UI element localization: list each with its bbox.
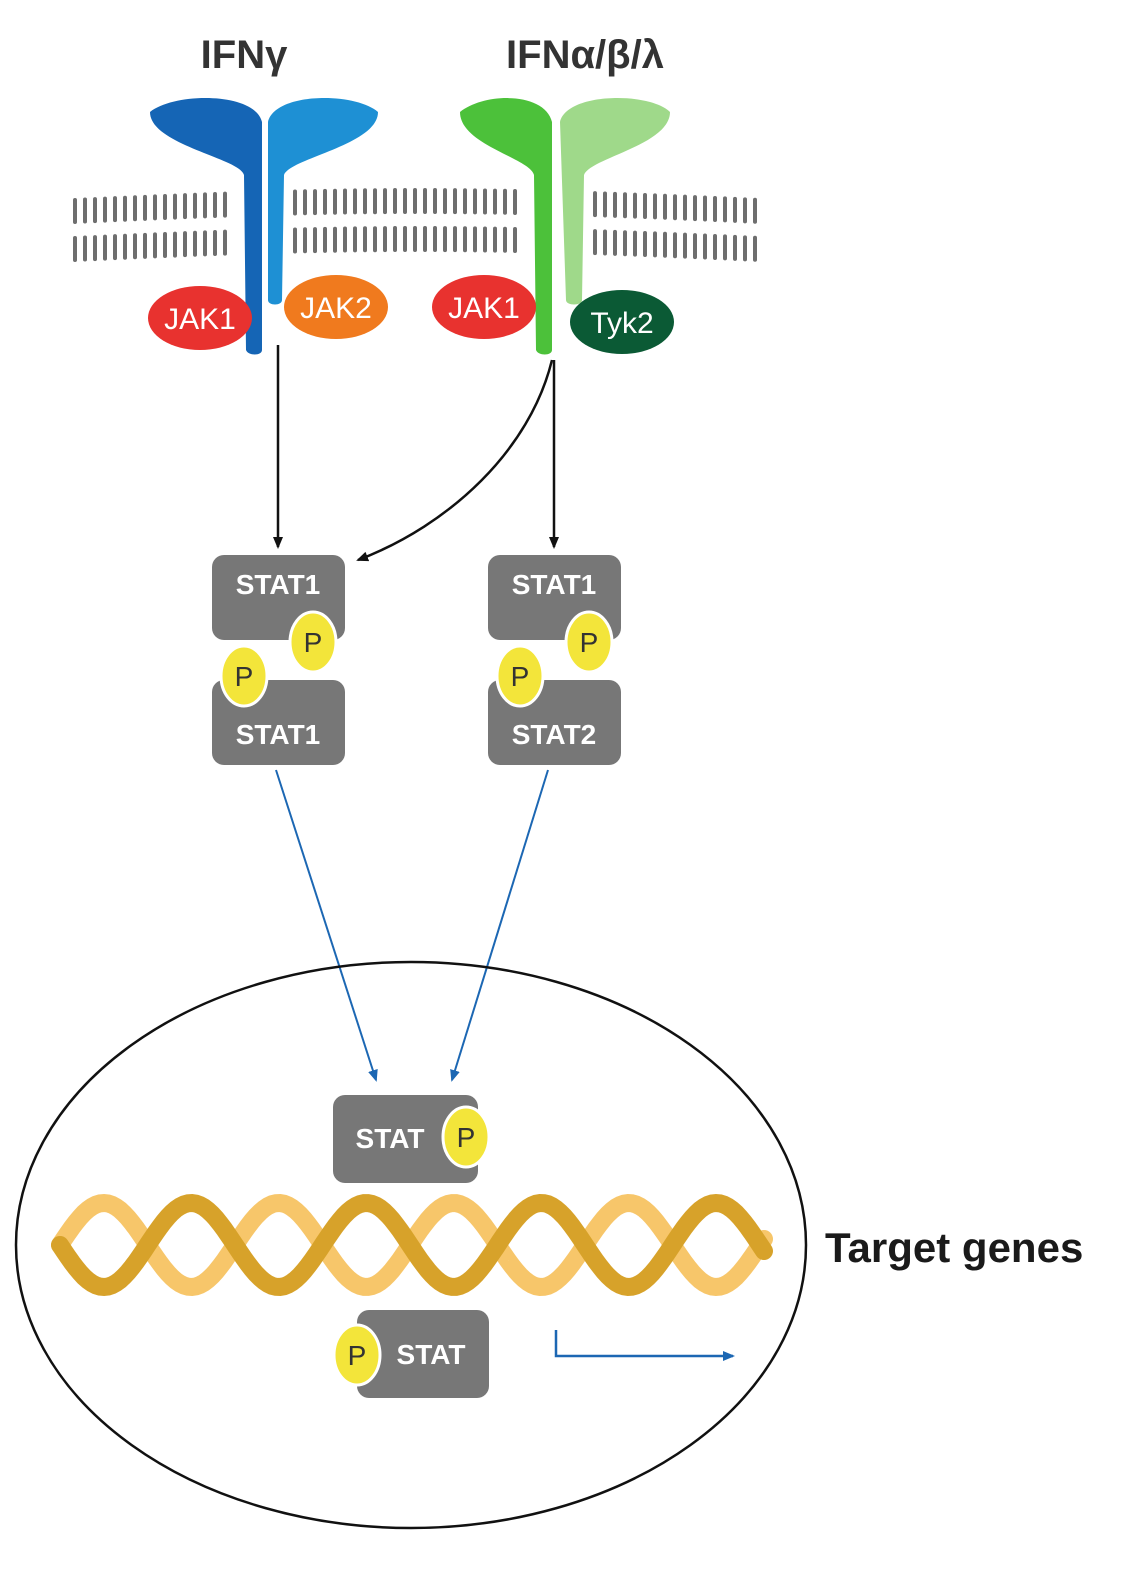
jak1-right-kinase: JAK1 xyxy=(432,275,536,339)
svg-text:P: P xyxy=(580,627,599,658)
dna-helix xyxy=(51,1193,773,1297)
nucleus xyxy=(14,960,808,1530)
ifnar-chain-1 xyxy=(460,98,552,355)
jak1-left-kinase: JAK1 xyxy=(148,286,252,350)
jak1-right-label: JAK1 xyxy=(448,292,520,325)
jak2-label: JAK2 xyxy=(300,292,372,325)
svg-text:P: P xyxy=(457,1122,476,1153)
stat1-stat2-heterodimer: STAT1 STAT2 P P xyxy=(488,555,621,765)
ifnar-chain-2 xyxy=(560,98,670,305)
ifnar-to-stat1-homodimer-arrow xyxy=(356,359,554,562)
svg-text:P: P xyxy=(511,661,530,692)
ifngr-chain-1 xyxy=(150,98,262,355)
ifn-gamma-receptor xyxy=(150,98,378,355)
svg-text:P: P xyxy=(348,1340,367,1371)
dna-strand-dark xyxy=(51,1193,773,1297)
stat2-bottom-right-label: STAT2 xyxy=(512,719,597,750)
nuclear-stat-bottom-label: STAT xyxy=(397,1339,466,1370)
stat1-bottom-left-label: STAT1 xyxy=(236,719,321,750)
phospho-right-lower: P xyxy=(495,644,545,708)
ifnab-receptor xyxy=(460,98,670,355)
stat1-top-right-label: STAT1 xyxy=(512,569,597,600)
phospho-left-lower: P xyxy=(219,644,269,708)
nuclear-stat-top: STAT P xyxy=(333,1095,491,1183)
stat1-homodimer: STAT1 STAT1 P P xyxy=(212,555,345,765)
jak1-left-label: JAK1 xyxy=(164,303,236,336)
tyk2-kinase: Tyk2 xyxy=(570,290,674,354)
svg-text:P: P xyxy=(235,661,254,692)
tyk2-label: Tyk2 xyxy=(590,307,653,340)
svg-text:P: P xyxy=(304,627,323,658)
transcription-start-arrow xyxy=(554,1330,735,1361)
phospho-left-upper: P xyxy=(288,610,338,674)
stat1-stat2-to-nucleus-arrow xyxy=(450,769,549,1082)
stat1-top-left-label: STAT1 xyxy=(236,569,321,600)
phospho-right-upper: P xyxy=(564,610,614,674)
target-genes-label: Target genes xyxy=(825,1224,1083,1271)
ifn-alpha-beta-lambda-label: IFNα/β/λ xyxy=(506,33,664,77)
phospho-nuclear-bottom: P xyxy=(332,1323,382,1387)
nuclear-stat-bottom: STAT P xyxy=(332,1310,489,1398)
nuclear-stat-top-label: STAT xyxy=(356,1123,425,1154)
stat1-homodimer-to-nucleus-arrow xyxy=(275,769,378,1082)
ifn-gamma-label: IFNγ xyxy=(201,33,288,77)
phospho-nuclear-top: P xyxy=(441,1105,491,1169)
jak2-kinase: JAK2 xyxy=(284,275,388,339)
cell-membrane xyxy=(73,188,757,262)
ifngr-chain-2 xyxy=(268,98,378,305)
